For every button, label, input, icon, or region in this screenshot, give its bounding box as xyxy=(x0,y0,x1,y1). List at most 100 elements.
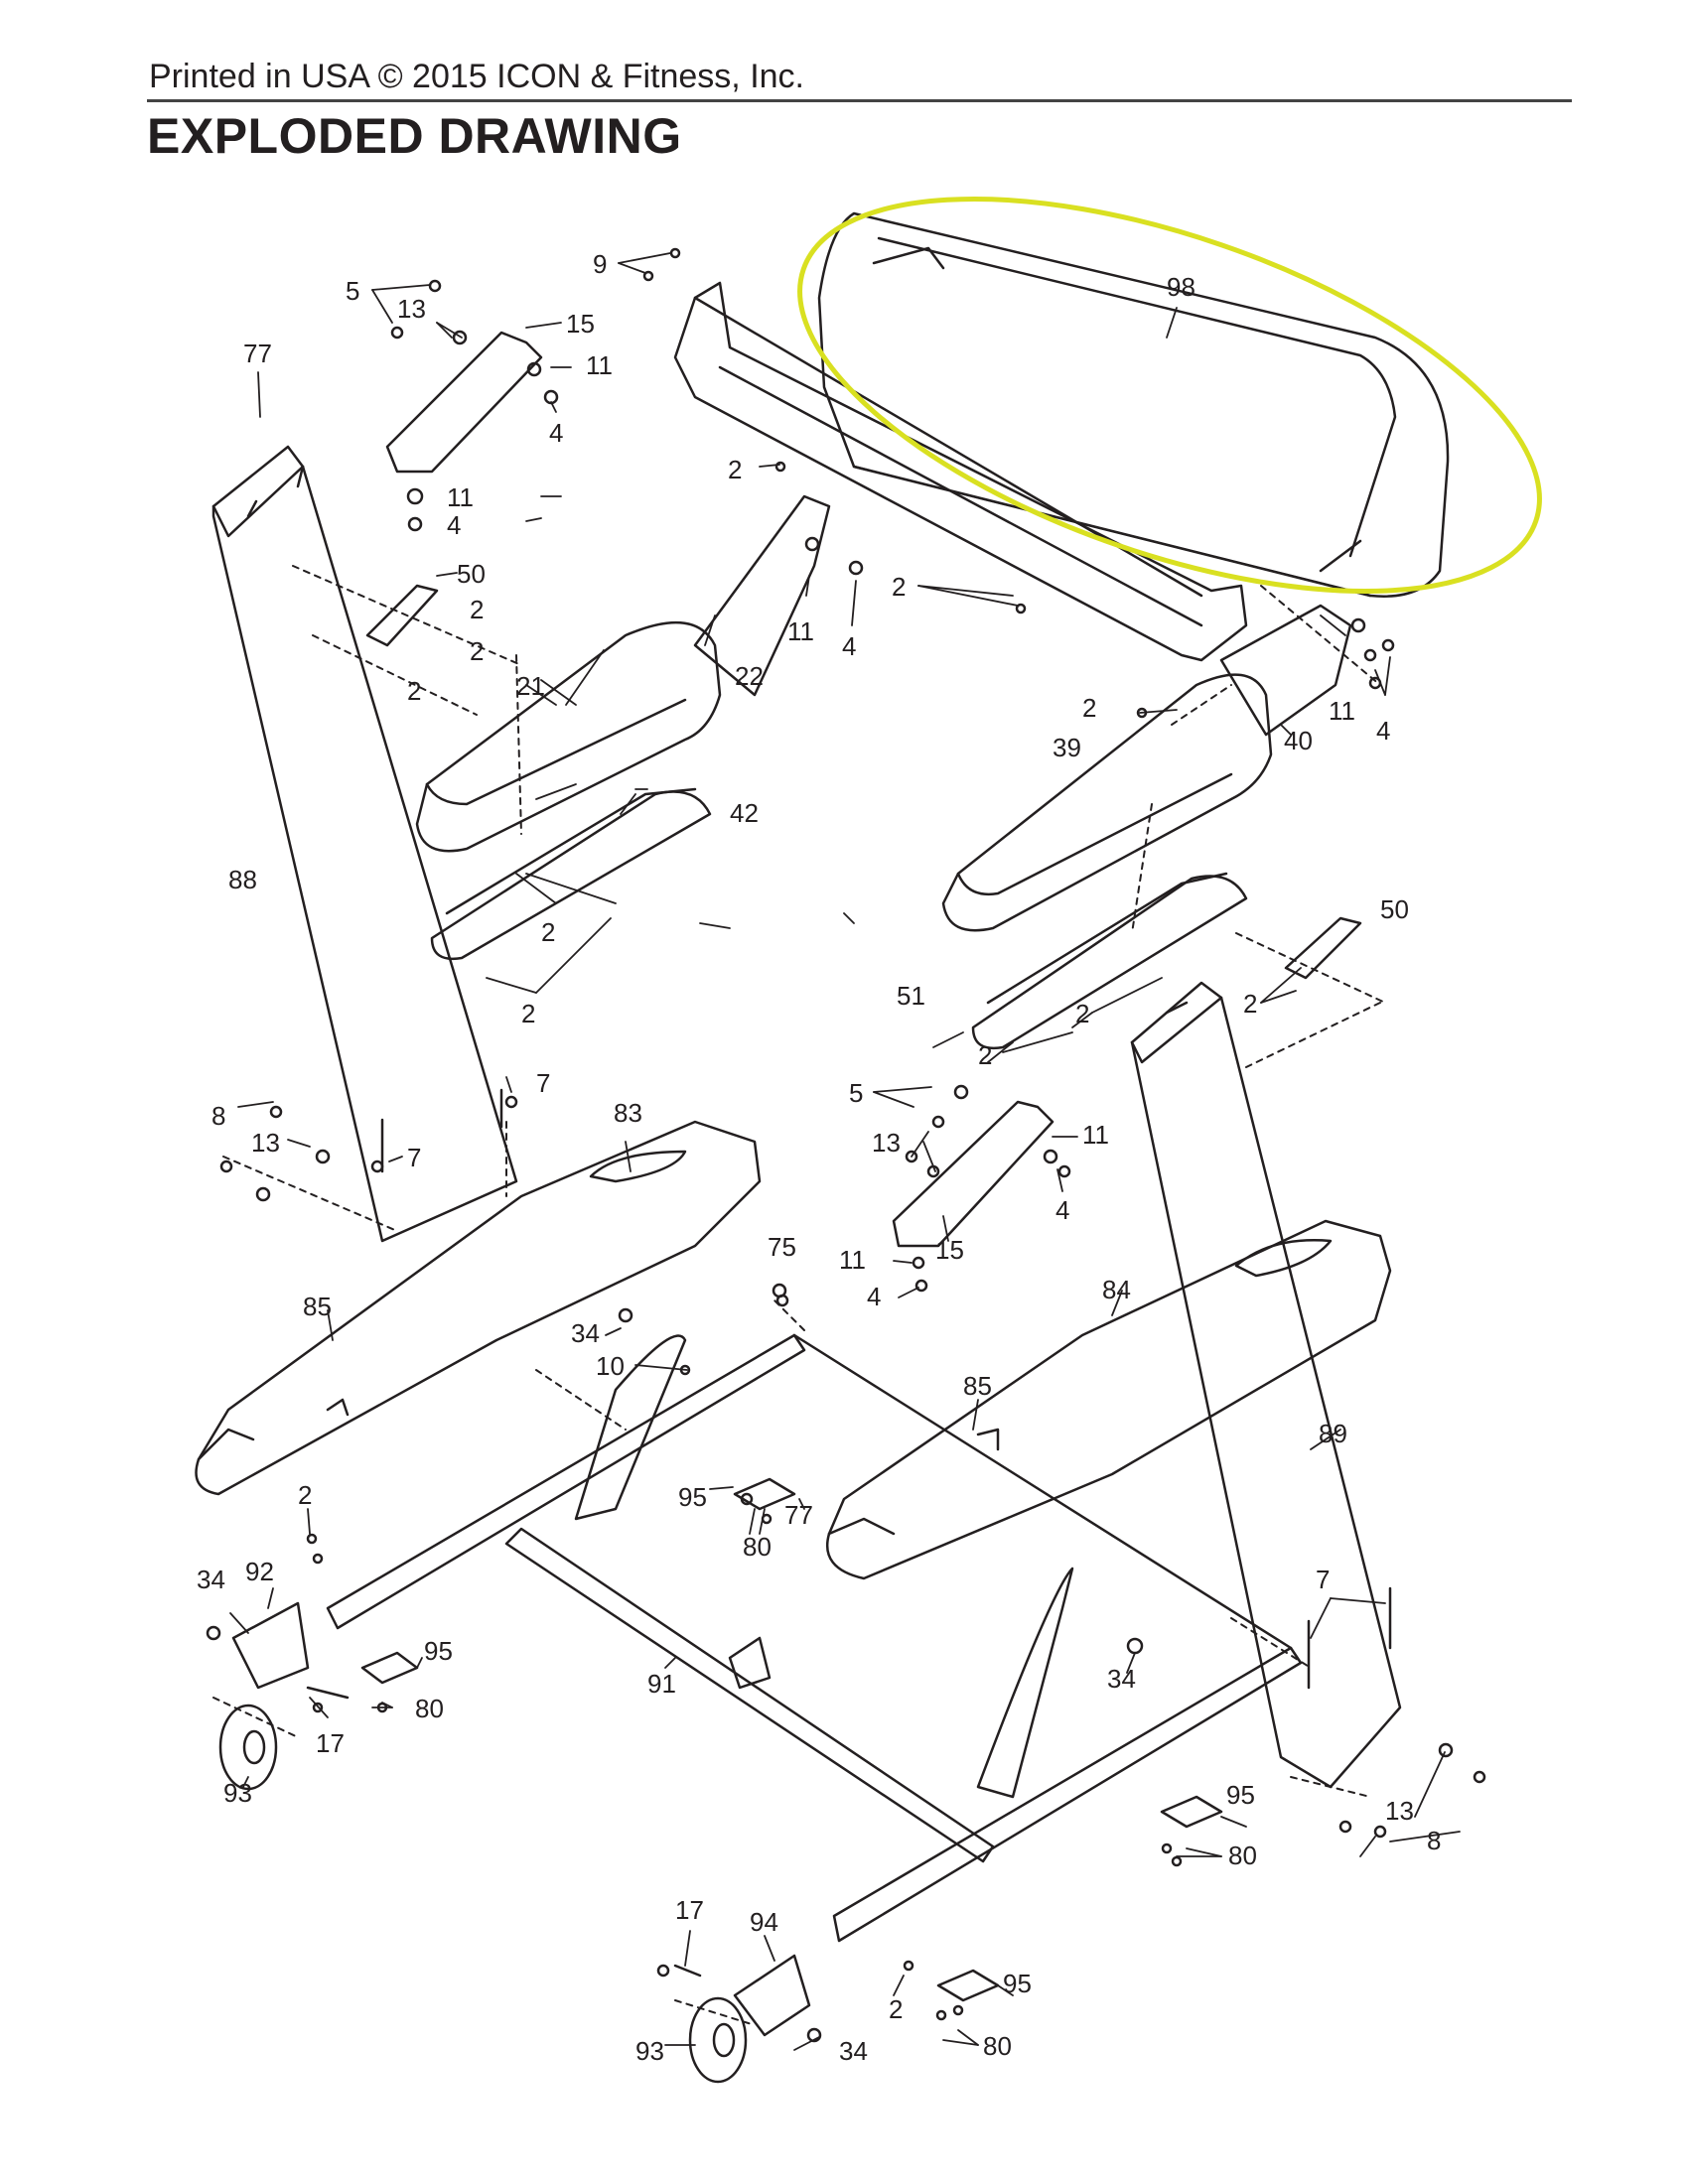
label-13[interactable]: 13 xyxy=(397,294,426,324)
part-50-right-bracket xyxy=(1284,916,1362,980)
label-84[interactable]: 84 xyxy=(1102,1275,1131,1304)
label-7[interactable]: 7 xyxy=(1316,1565,1330,1594)
label-50[interactable]: 50 xyxy=(1380,894,1409,924)
label-39[interactable]: 39 xyxy=(1053,733,1081,762)
label-2[interactable]: 2 xyxy=(728,455,742,484)
leader-lines xyxy=(229,252,1461,2051)
label-34[interactable]: 34 xyxy=(839,2036,868,2066)
part-21-left-handrail xyxy=(415,620,722,853)
label-95[interactable]: 95 xyxy=(1226,1780,1255,1810)
part-83-left-side-cover xyxy=(195,1120,762,1496)
part-39-right-handrail xyxy=(941,673,1273,932)
label-2[interactable]: 2 xyxy=(978,1040,992,1070)
label-85[interactable]: 85 xyxy=(963,1371,992,1401)
label-2[interactable]: 2 xyxy=(470,636,484,666)
label-7[interactable]: 7 xyxy=(407,1143,421,1172)
label-2[interactable]: 2 xyxy=(1243,989,1257,1019)
label-8[interactable]: 8 xyxy=(211,1101,225,1131)
label-4[interactable]: 4 xyxy=(1376,716,1390,746)
label-34[interactable]: 34 xyxy=(197,1565,225,1594)
label-85[interactable]: 85 xyxy=(303,1292,332,1321)
part-22-handle-upright xyxy=(693,494,831,697)
part-98-console-tray[interactable] xyxy=(817,211,1450,598)
label-51[interactable]: 51 xyxy=(897,981,925,1011)
label-88[interactable]: 88 xyxy=(228,865,257,894)
label-5[interactable]: 5 xyxy=(849,1078,863,1108)
copyright-line: Printed in USA © 2015 ICON & Fitness, In… xyxy=(149,58,804,95)
label-15[interactable]: 15 xyxy=(566,309,595,339)
label-15[interactable]: 15 xyxy=(935,1235,964,1265)
label-4[interactable]: 4 xyxy=(1055,1195,1069,1225)
label-2[interactable]: 2 xyxy=(1082,693,1096,723)
header-rule xyxy=(147,99,1572,102)
part-92-wheel-bracket xyxy=(231,1601,310,1690)
label-2[interactable]: 2 xyxy=(892,572,906,602)
label-4[interactable]: 4 xyxy=(549,418,563,448)
label-11[interactable]: 11 xyxy=(1082,1120,1109,1150)
label-80[interactable]: 80 xyxy=(415,1694,444,1723)
label-8[interactable]: 8 xyxy=(1427,1826,1441,1855)
part-95-pads xyxy=(360,1477,1223,2002)
fasteners xyxy=(206,247,1486,2043)
label-2[interactable]: 2 xyxy=(889,1994,903,2024)
label-80[interactable]: 80 xyxy=(983,2031,1012,2061)
part-84-right-side-cover xyxy=(826,1219,1392,1580)
label-2[interactable]: 2 xyxy=(541,917,555,947)
part-15-lower-bracket xyxy=(892,1100,1054,1248)
label-11[interactable]: 11 xyxy=(1329,696,1355,726)
label-34[interactable]: 34 xyxy=(1107,1664,1136,1694)
label-11[interactable]: 11 xyxy=(839,1245,866,1275)
label-95[interactable]: 95 xyxy=(1003,1969,1032,1998)
part-42-left-handrail-cover xyxy=(430,787,712,961)
label-50[interactable]: 50 xyxy=(457,559,486,589)
label-93[interactable]: 93 xyxy=(635,2036,664,2066)
label-77[interactable]: 77 xyxy=(243,339,272,368)
label-95[interactable]: 95 xyxy=(424,1636,453,1666)
label-13[interactable]: 13 xyxy=(872,1128,901,1158)
label-94[interactable]: 94 xyxy=(750,1907,778,1937)
label-4[interactable]: 4 xyxy=(447,510,461,540)
label-80[interactable]: 80 xyxy=(743,1532,772,1562)
label-17[interactable]: 17 xyxy=(675,1895,704,1925)
label-4[interactable]: 4 xyxy=(867,1282,881,1311)
part-88-left-upright xyxy=(211,445,518,1243)
label-21[interactable]: 21 xyxy=(516,671,545,701)
label-80[interactable]: 80 xyxy=(1228,1841,1257,1870)
label-4[interactable]: 4 xyxy=(842,631,856,661)
label-13[interactable]: 13 xyxy=(1385,1796,1414,1826)
label-91[interactable]: 91 xyxy=(647,1669,676,1699)
label-11[interactable]: 11 xyxy=(447,482,474,512)
page-title: EXPLODED DRAWING xyxy=(147,108,682,164)
label-11[interactable]: 11 xyxy=(586,350,613,380)
label-2[interactable]: 2 xyxy=(1075,999,1089,1028)
label-13[interactable]: 13 xyxy=(251,1128,280,1158)
label-75[interactable]: 75 xyxy=(768,1232,796,1262)
label-2[interactable]: 2 xyxy=(521,999,535,1028)
label-42[interactable]: 42 xyxy=(730,798,759,828)
label-98[interactable]: 98 xyxy=(1167,272,1195,302)
label-10[interactable]: 10 xyxy=(596,1351,625,1381)
label-95[interactable]: 95 xyxy=(678,1482,707,1512)
part-51-right-handrail-cover xyxy=(971,872,1248,1050)
label-2[interactable]: 2 xyxy=(470,595,484,624)
label-9[interactable]: 9 xyxy=(593,249,607,279)
label-83[interactable]: 83 xyxy=(614,1098,642,1128)
part-94-wheel-bracket xyxy=(733,1954,811,2037)
label-40[interactable]: 40 xyxy=(1284,726,1313,755)
label-89[interactable]: 89 xyxy=(1319,1419,1347,1448)
label-2[interactable]: 2 xyxy=(407,676,421,706)
label-93[interactable]: 93 xyxy=(223,1778,252,1808)
label-17[interactable]: 17 xyxy=(316,1728,345,1758)
label-92[interactable]: 92 xyxy=(245,1557,274,1586)
part-93-wheel-left xyxy=(218,1704,278,1791)
label-77[interactable]: 77 xyxy=(784,1500,813,1530)
assembly-lines xyxy=(212,565,1386,2026)
label-7[interactable]: 7 xyxy=(536,1068,550,1098)
label-22[interactable]: 22 xyxy=(735,661,764,691)
label-2[interactable]: 2 xyxy=(298,1480,312,1510)
highlight-ellipse xyxy=(797,196,1542,595)
label-11[interactable]: 11 xyxy=(787,616,814,646)
label-5[interactable]: 5 xyxy=(346,276,359,306)
label-34[interactable]: 34 xyxy=(571,1318,600,1348)
